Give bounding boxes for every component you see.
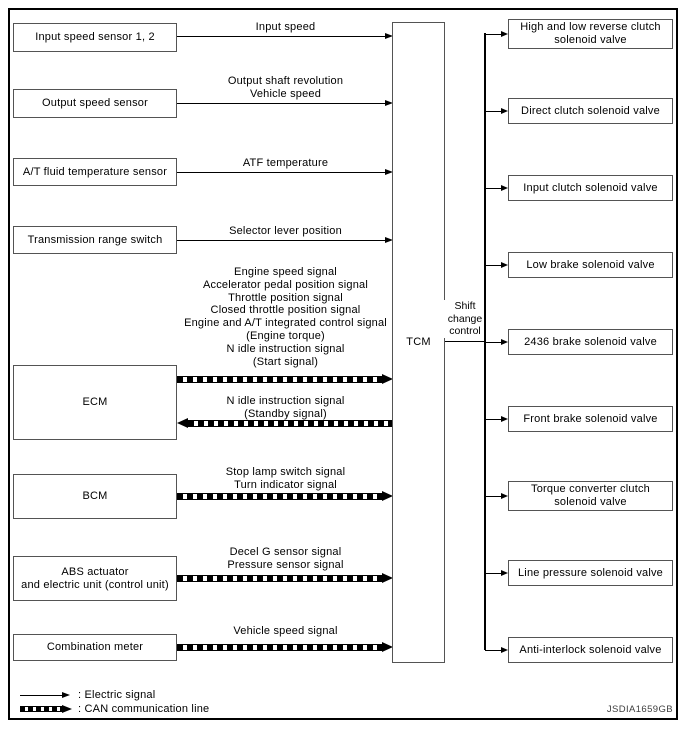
electric-line <box>485 33 501 35</box>
left-node-combination-meter: Combination meter <box>13 634 177 661</box>
arrowhead-icon <box>382 491 393 501</box>
legend-electric-label: : Electric signal <box>78 689 156 701</box>
electric-line <box>485 341 501 343</box>
right-node-anti-interlock-solenoid: Anti-interlock solenoid valve <box>508 637 673 663</box>
signal-label-output-shaft-revolution: Output shaft revolution Vehicle speed <box>227 75 344 101</box>
electric-arrow-input-speed <box>177 31 393 41</box>
electric-line <box>20 694 62 696</box>
left-node-at-fluid-temperature-sensor: A/T fluid temperature sensor <box>13 158 177 186</box>
arrowhead-icon <box>382 642 393 652</box>
right-node-input-clutch-solenoid: Input clutch solenoid valve <box>508 175 673 201</box>
arrowhead-icon <box>385 33 393 39</box>
electric-arrow-output-speed <box>177 98 393 108</box>
signal-label-abs-signals: Decel G sensor signal Pressure sensor si… <box>227 546 344 572</box>
signal-label-n-idle-standby: N idle instruction signal (Standby signa… <box>226 395 345 421</box>
signal-label-bcm-signals: Stop lamp switch signal Turn indicator s… <box>225 466 346 492</box>
signal-label-ecm-signals: Engine speed signal Accelerator pedal po… <box>184 266 387 368</box>
legend-electric-arrow <box>20 690 70 700</box>
right-node-direct-clutch-solenoid: Direct clutch solenoid valve <box>508 98 673 124</box>
right-node-line-pressure-solenoid: Line pressure solenoid valve <box>508 560 673 586</box>
arrowhead-icon <box>382 573 393 583</box>
right-node-2436-brake-solenoid: 2436 brake solenoid valve <box>508 329 673 355</box>
diagram-frame <box>8 8 678 720</box>
electric-line <box>177 171 385 173</box>
right-node-torque-converter-clutch-solenoid: Torque converter clutch solenoid valve <box>508 481 673 511</box>
left-node-ecm: ECM <box>13 365 177 440</box>
legend-can-label: : CAN communication line <box>78 703 210 715</box>
arrowhead-icon <box>501 416 508 422</box>
branch-arrow-line-pressure <box>485 568 508 578</box>
arrowhead-icon <box>62 692 70 698</box>
can-line <box>177 574 382 582</box>
tcm-output-connector-line <box>445 341 484 342</box>
arrowhead-icon <box>62 705 72 713</box>
electric-line <box>177 35 385 37</box>
arrowhead-icon <box>177 418 188 428</box>
right-node-high-low-reverse-clutch-solenoid: High and low reverse clutch solenoid val… <box>508 19 673 49</box>
shift-change-control-label: Shift change control <box>443 300 487 338</box>
can-arrow-tcm-to-ecm <box>177 417 393 429</box>
branch-arrow-torque-converter-clutch <box>485 491 508 501</box>
branch-arrow-anti-interlock <box>485 645 508 655</box>
arrowhead-icon <box>501 185 508 191</box>
branch-arrow-direct-clutch <box>485 106 508 116</box>
branch-arrow-2436-brake <box>485 337 508 347</box>
electric-arrow-selector-lever <box>177 235 393 245</box>
electric-line <box>485 187 501 189</box>
electric-line <box>485 572 501 574</box>
can-line <box>177 492 382 500</box>
legend-can-arrow <box>20 704 72 714</box>
arrowhead-icon <box>382 374 393 384</box>
signal-label-vehicle-speed-signal: Vehicle speed signal <box>233 625 338 637</box>
electric-line <box>485 418 501 420</box>
electric-line <box>177 102 385 104</box>
arrowhead-icon <box>501 339 508 345</box>
arrowhead-icon <box>385 169 393 175</box>
branch-arrow-high-low-reverse <box>485 29 508 39</box>
can-arrow-abs-to-tcm <box>177 572 393 584</box>
can-line <box>177 375 382 383</box>
signal-label-atf-temperature: ATF temperature <box>242 157 329 169</box>
right-node-low-brake-solenoid: Low brake solenoid valve <box>508 252 673 278</box>
electric-arrow-atf-temperature <box>177 167 393 177</box>
arrowhead-icon <box>501 570 508 576</box>
left-node-abs-actuator: ABS actuator and electric unit (control … <box>13 556 177 601</box>
arrowhead-icon <box>385 100 393 106</box>
can-arrow-bcm-to-tcm <box>177 490 393 502</box>
signal-label-selector-lever-position: Selector lever position <box>229 225 342 237</box>
electric-line <box>485 649 501 651</box>
can-arrow-combination-meter-to-tcm <box>177 641 393 653</box>
arrowhead-icon <box>501 108 508 114</box>
tcm-box: TCM <box>392 22 445 663</box>
branch-arrow-front-brake <box>485 414 508 424</box>
can-line <box>177 643 382 651</box>
branch-arrow-low-brake <box>485 260 508 270</box>
arrowhead-icon <box>501 647 508 653</box>
electric-line <box>485 110 501 112</box>
left-node-output-speed-sensor: Output speed sensor <box>13 89 177 118</box>
right-node-front-brake-solenoid: Front brake solenoid valve <box>508 406 673 432</box>
left-node-transmission-range-switch: Transmission range switch <box>13 226 177 254</box>
electric-line <box>485 264 501 266</box>
left-node-bcm: BCM <box>13 474 177 519</box>
left-node-input-speed-sensor: Input speed sensor 1, 2 <box>13 23 177 52</box>
arrowhead-icon <box>501 31 508 37</box>
can-line <box>20 706 62 712</box>
diagram-code: JSDIA1659GB <box>606 704 673 715</box>
can-arrow-ecm-to-tcm <box>177 373 393 385</box>
electric-line <box>177 239 385 241</box>
electric-line <box>485 495 501 497</box>
output-distribution-line <box>484 33 486 650</box>
arrowhead-icon <box>501 262 508 268</box>
arrowhead-icon <box>385 237 393 243</box>
arrowhead-icon <box>501 493 508 499</box>
branch-arrow-input-clutch <box>485 183 508 193</box>
can-line <box>188 419 393 427</box>
signal-label-input-speed: Input speed <box>255 21 316 33</box>
